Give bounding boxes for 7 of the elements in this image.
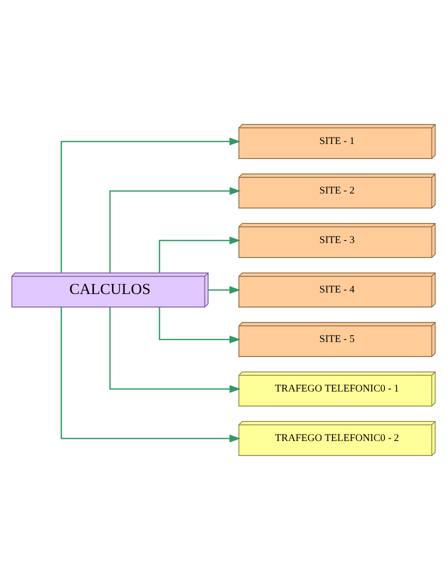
arrow xyxy=(158,236,241,273)
arrow xyxy=(158,307,241,344)
arrow xyxy=(109,307,241,393)
arrow xyxy=(60,307,241,442)
arrow xyxy=(109,187,241,273)
arrow xyxy=(208,286,241,294)
arrow xyxy=(60,138,241,273)
